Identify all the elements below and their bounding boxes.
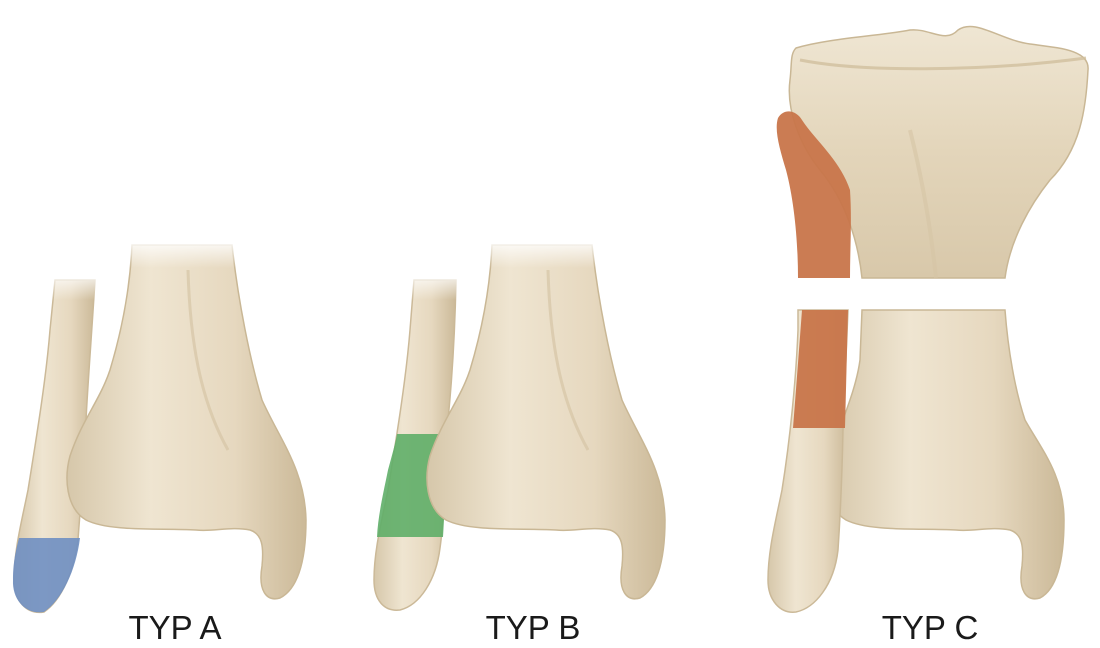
fracture-zone-typ-c-shaft: [793, 310, 848, 428]
panel-typ-c: [768, 26, 1100, 612]
tibia-a-fade: [120, 238, 245, 268]
fibula-a-fade: [40, 270, 100, 300]
caption-typ-a: TYP A: [65, 608, 285, 648]
panel-typ-a: [13, 238, 306, 612]
panel-typ-b: [374, 238, 665, 610]
tibia-b: [427, 245, 665, 599]
tibia-c-distal: [827, 310, 1064, 599]
caption-typ-b: TYP B: [423, 608, 643, 648]
bone-gap: [770, 280, 1100, 308]
tibia-b-fade: [480, 238, 605, 268]
fracture-zone-typ-a: [13, 538, 80, 612]
caption-typ-c: TYP C: [820, 608, 1040, 648]
fibula-b-fade: [400, 270, 462, 300]
tibia-a: [67, 245, 306, 599]
